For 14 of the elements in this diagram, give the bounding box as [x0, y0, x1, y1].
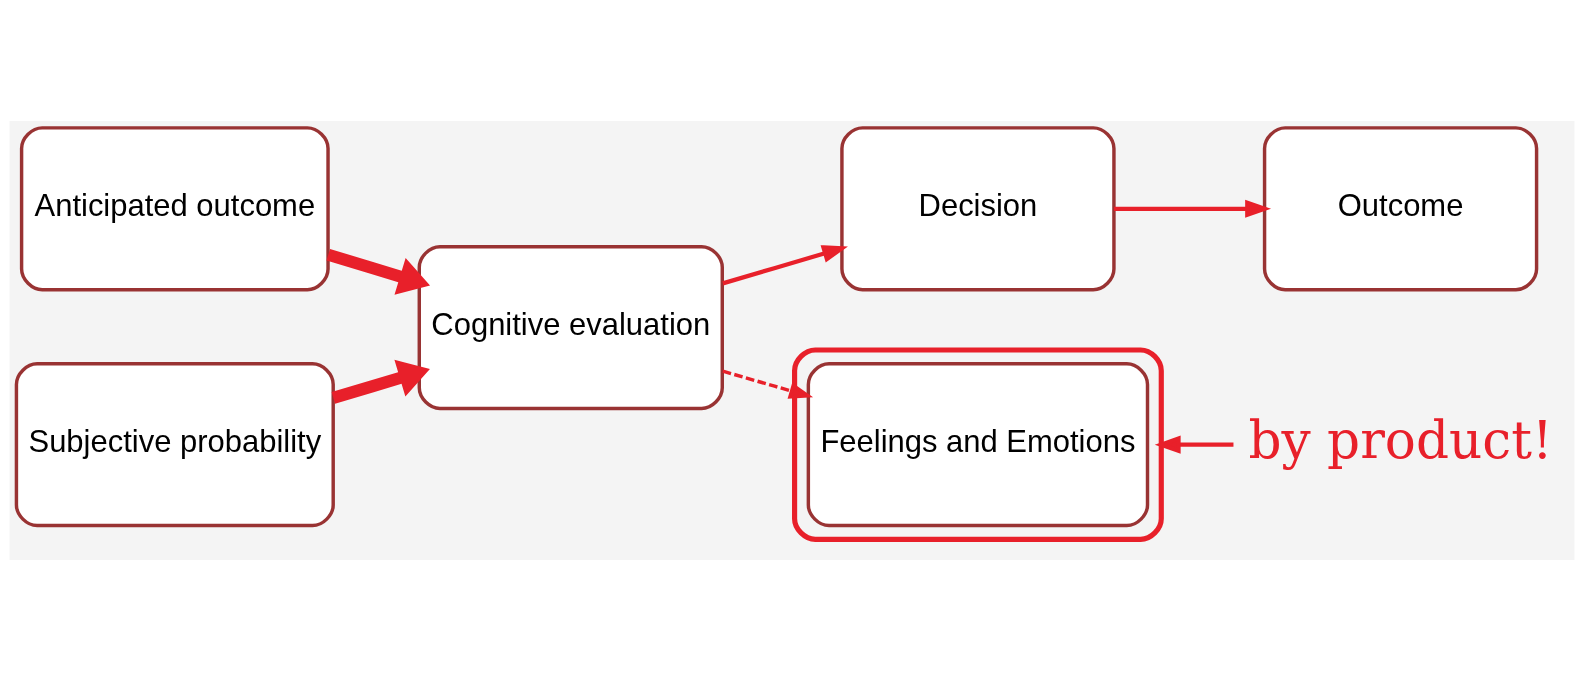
node-box: Anticipated outcome [19, 126, 330, 292]
node-text: by product! [1248, 409, 1553, 470]
arrow [1114, 199, 1272, 218]
arrow [722, 245, 848, 286]
arrow [331, 359, 430, 404]
node-box: Decision [840, 126, 1116, 292]
arrow [1154, 435, 1234, 454]
node-box: Outcome [1262, 126, 1539, 292]
arrow [722, 369, 814, 399]
node-box: Feelings and Emotions [806, 362, 1150, 528]
node-box: Subjective probability [14, 362, 335, 528]
node-box: Cognitive evaluation [417, 244, 724, 411]
cluster [792, 347, 1164, 542]
arrow [326, 248, 431, 295]
